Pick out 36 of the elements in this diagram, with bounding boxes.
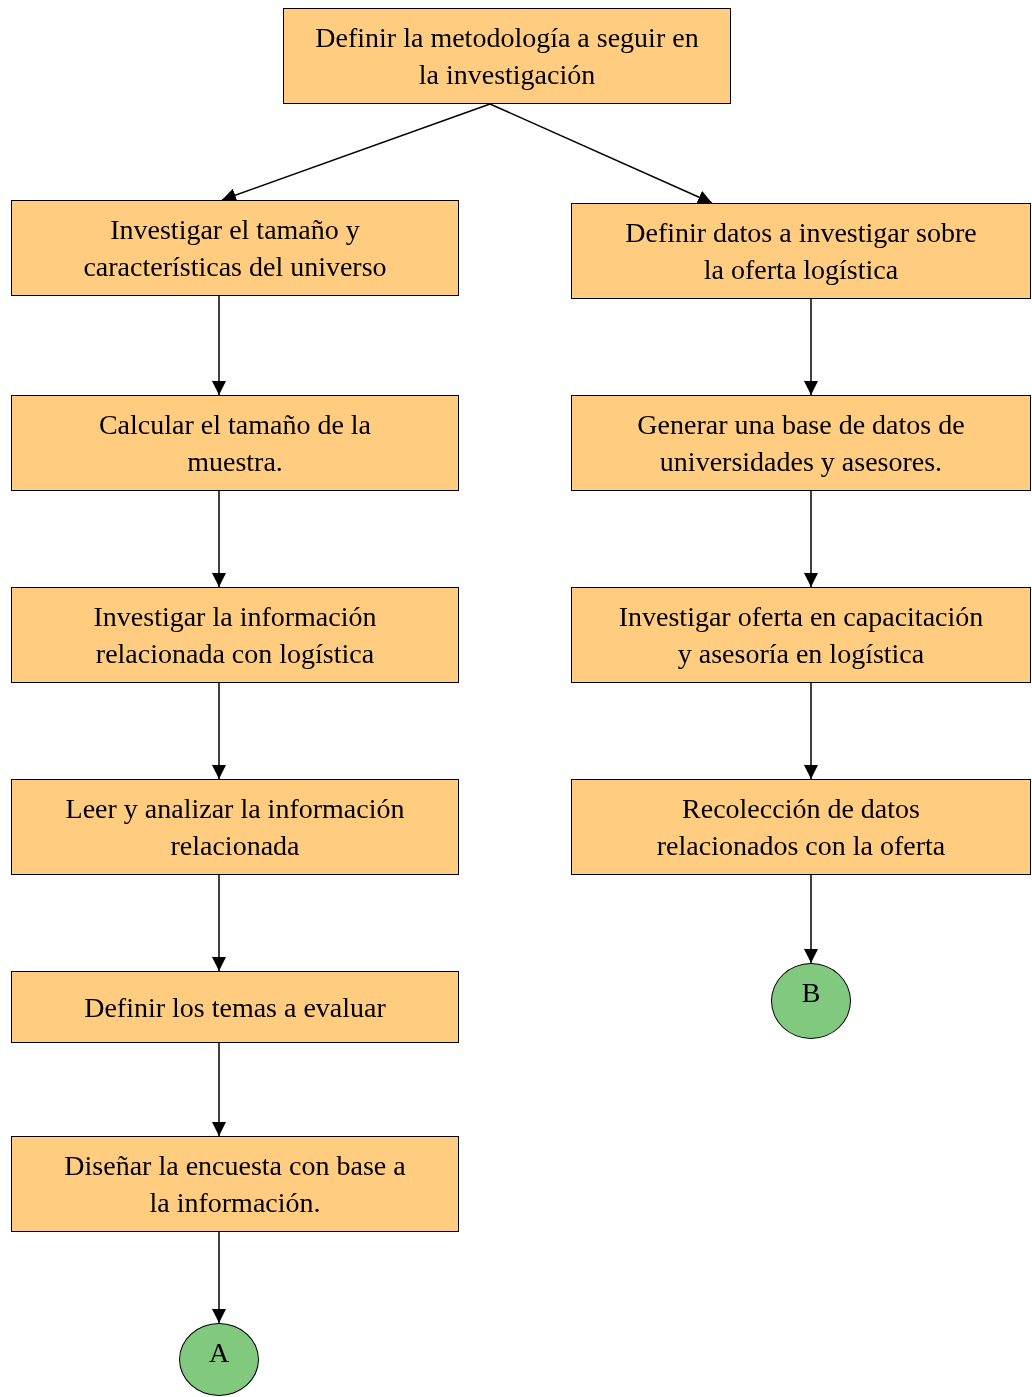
- arrow: [212, 874, 226, 972]
- arrow: [212, 1231, 226, 1324]
- step-text: Investigar el tamaño y características del universo: [82, 213, 388, 284]
- connector-label: A: [208, 1336, 230, 1370]
- arrow: [221, 103, 491, 202]
- step-text: Recolección de datos relacionados con la oferta: [655, 792, 947, 863]
- arrow: [804, 490, 818, 588]
- arrow: [212, 490, 226, 588]
- arrow: [489, 103, 713, 204]
- step-text: Calcular el tamaño de la muestra.: [97, 408, 373, 479]
- process-box: [571, 779, 1031, 875]
- step-text: Investigar la información relacionada con logística: [92, 600, 378, 671]
- arrow: [212, 682, 226, 780]
- arrow: [804, 682, 818, 780]
- process-box: [11, 779, 459, 875]
- process-box: [571, 587, 1031, 683]
- arrow: [804, 874, 818, 964]
- step-text: Leer y analizar la información relacionada: [64, 792, 406, 863]
- step-text: Definir los temas a evaluar: [84, 990, 386, 1025]
- process-box: [11, 200, 459, 296]
- process-box: [11, 971, 459, 1043]
- step-text: Investigar oferta en capacitación y asesoría en logística: [617, 600, 985, 671]
- arrow: [212, 295, 226, 396]
- process-box: [571, 395, 1031, 491]
- process-box: [11, 1136, 459, 1232]
- step-text: Diseñar la encuesta con base a la información.: [63, 1149, 407, 1220]
- connector-label: B: [801, 976, 821, 1010]
- step-text: Definir datos a investigar sobre la oferta logística: [624, 216, 978, 287]
- process-box: [571, 203, 1031, 299]
- step-text: Generar una base de datos de universidades y asesores.: [636, 408, 966, 479]
- process-box: [11, 587, 459, 683]
- process-box: [11, 395, 459, 491]
- step-text: Definir la metodología a seguir en la investigación: [314, 21, 700, 92]
- arrow: [804, 298, 818, 396]
- process-box: [283, 8, 731, 104]
- arrow: [212, 1042, 226, 1137]
